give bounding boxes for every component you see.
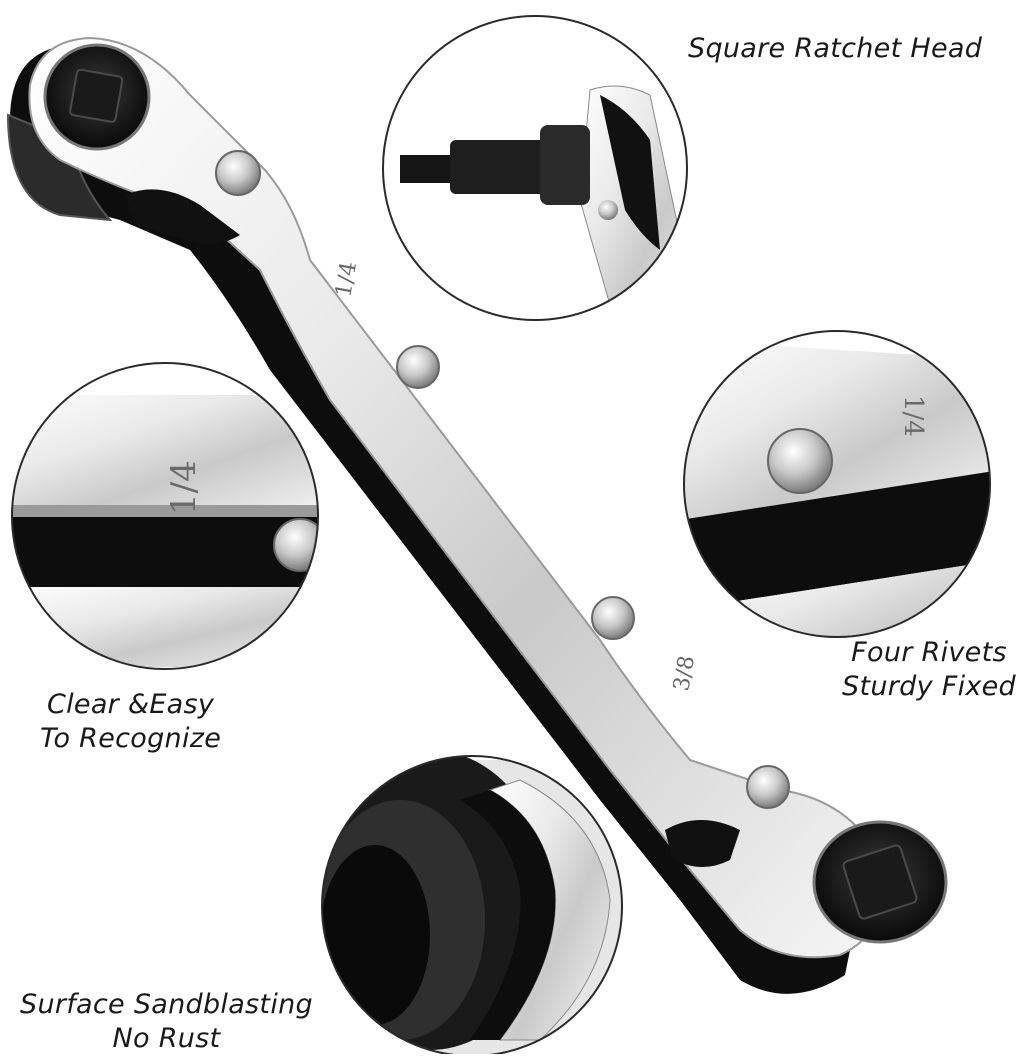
- zoom-left-marking: 1/4: [164, 460, 204, 515]
- size-marking-top: 1/4: [331, 260, 362, 299]
- bottom-socket: [812, 820, 948, 944]
- rivet-1: [215, 150, 261, 196]
- pawl-lever-top: [125, 189, 240, 244]
- zoom-right-marking: 1/4: [898, 395, 928, 437]
- rivet-4: [746, 765, 790, 809]
- zoom-rivets: 1/4: [683, 330, 991, 638]
- top-socket: [43, 43, 151, 151]
- zoom-size-marking: 1/4: [11, 362, 319, 670]
- zoom-ratchet-gear: [321, 755, 623, 1054]
- zoom-ratchet-head: [382, 15, 688, 321]
- caption-ratchet-head: Square Ratchet Head: [688, 33, 983, 64]
- rivet-2: [396, 345, 440, 389]
- pawl-lever-bottom: [665, 820, 740, 868]
- rivet-3: [591, 596, 635, 640]
- caption-sandblasting: Surface Sandblasting No Rust: [20, 989, 313, 1054]
- caption-rivets: Four Rivets Sturdy Fixed: [842, 637, 1016, 702]
- wrench: 1/4 3/8: [6, 36, 948, 994]
- caption-recognize: Clear &Easy To Recognize: [40, 689, 222, 754]
- size-marking-bottom: 3/8: [669, 654, 700, 693]
